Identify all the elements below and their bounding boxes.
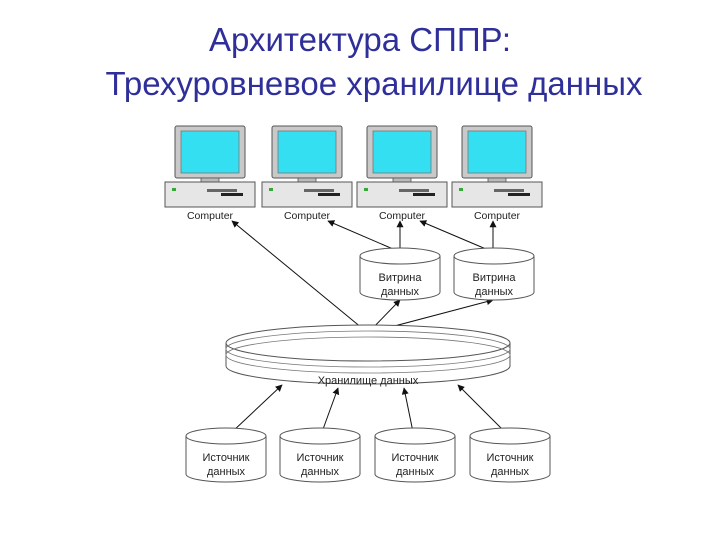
computer-2[interactable]: Computer xyxy=(261,125,353,222)
data-warehouse[interactable]: Хранилище данных xyxy=(225,324,511,387)
power-led-icon xyxy=(364,188,368,191)
source-label-line1: Источник xyxy=(487,452,534,464)
cylinder-body xyxy=(374,436,456,483)
monitor-screen xyxy=(467,130,527,174)
mart-label-line2: данных xyxy=(475,286,514,298)
power-led-icon xyxy=(269,188,273,191)
data-mart-1[interactable]: Витрина данных xyxy=(359,247,441,301)
power-led-icon xyxy=(172,188,176,191)
cylinder-top xyxy=(453,247,535,265)
drive-slot-icon xyxy=(207,189,237,192)
drive-button-icon xyxy=(221,193,243,196)
mart-label-line1: Витрина xyxy=(379,272,423,284)
slide-title: Архитектура СППР: Трехуровневое хранилищ… xyxy=(0,18,720,106)
mart-label-line2: данных xyxy=(381,286,420,298)
cylinder-top xyxy=(185,427,267,445)
drive-slot-icon xyxy=(494,189,524,192)
computer-1[interactable]: Computer xyxy=(164,125,256,222)
computer-label: Computer xyxy=(284,210,331,222)
arrow-warehouse-to-computer-1 xyxy=(231,220,369,334)
arrow-source-4-to-warehouse xyxy=(457,384,506,433)
data-source-4[interactable]: Источник данных xyxy=(469,427,551,483)
arrow-mart-1-to-computer-2 xyxy=(327,220,401,253)
monitor-stand xyxy=(487,177,507,183)
arrow-source-2-to-warehouse xyxy=(321,387,340,433)
source-label-line2: данных xyxy=(207,466,246,478)
computer-4[interactable]: Computer xyxy=(451,125,543,222)
source-label-line1: Источник xyxy=(392,452,439,464)
source-label-line2: данных xyxy=(491,466,530,478)
drive-button-icon xyxy=(508,193,530,196)
computer-label: Computer xyxy=(379,210,426,222)
source-label-line2: данных xyxy=(301,466,340,478)
cylinder-body xyxy=(185,436,267,483)
monitor-screen xyxy=(180,130,240,174)
arrow-mart-2-to-computer-3 xyxy=(419,220,494,253)
cylinder-top xyxy=(279,427,361,445)
source-label-line1: Источник xyxy=(297,452,344,464)
drive-button-icon xyxy=(318,193,340,196)
title-line-2: Трехуровневое хранилище данных xyxy=(105,65,643,102)
title-line-1: Архитектура СППР: xyxy=(208,21,512,58)
cylinder-body xyxy=(469,436,551,483)
computer-3[interactable]: Computer xyxy=(356,125,448,222)
arrow-source-3-to-warehouse xyxy=(401,387,414,433)
cylinder-body xyxy=(453,256,535,301)
computer-case xyxy=(164,181,256,208)
data-source-3[interactable]: Источник данных xyxy=(374,427,456,483)
monitor-stand xyxy=(392,177,412,183)
monitor-screen xyxy=(277,130,337,174)
drive-button-icon xyxy=(413,193,435,196)
data-mart-2[interactable]: Витрина данных xyxy=(453,247,535,301)
data-source-2[interactable]: Источник данных xyxy=(279,427,361,483)
arrow-source-1-to-warehouse xyxy=(231,384,283,433)
arrows-layer xyxy=(231,220,506,433)
warehouse-top xyxy=(225,324,511,362)
cylinder-top xyxy=(359,247,441,265)
warehouse-ring xyxy=(225,336,511,374)
computer-label: Computer xyxy=(187,210,234,222)
monitor-stand xyxy=(297,177,317,183)
computers-row: Computer Computer Computer xyxy=(164,125,543,222)
warehouse-ring xyxy=(225,330,511,368)
cylinder-body xyxy=(279,436,361,483)
source-label-line1: Источник xyxy=(203,452,250,464)
cylinder-top xyxy=(469,427,551,445)
power-led-icon xyxy=(459,188,463,191)
monitor-stand xyxy=(200,177,220,183)
data-source-1[interactable]: Источник данных xyxy=(185,427,267,483)
monitor-screen xyxy=(372,130,432,174)
drive-slot-icon xyxy=(399,189,429,192)
computer-label: Computer xyxy=(474,210,521,222)
cylinder-body xyxy=(359,256,441,301)
cylinder-top xyxy=(374,427,456,445)
mart-label-line1: Витрина xyxy=(473,272,517,284)
warehouse-label: Хранилище данных xyxy=(318,375,419,387)
drive-slot-icon xyxy=(304,189,334,192)
source-label-line2: данных xyxy=(396,466,435,478)
